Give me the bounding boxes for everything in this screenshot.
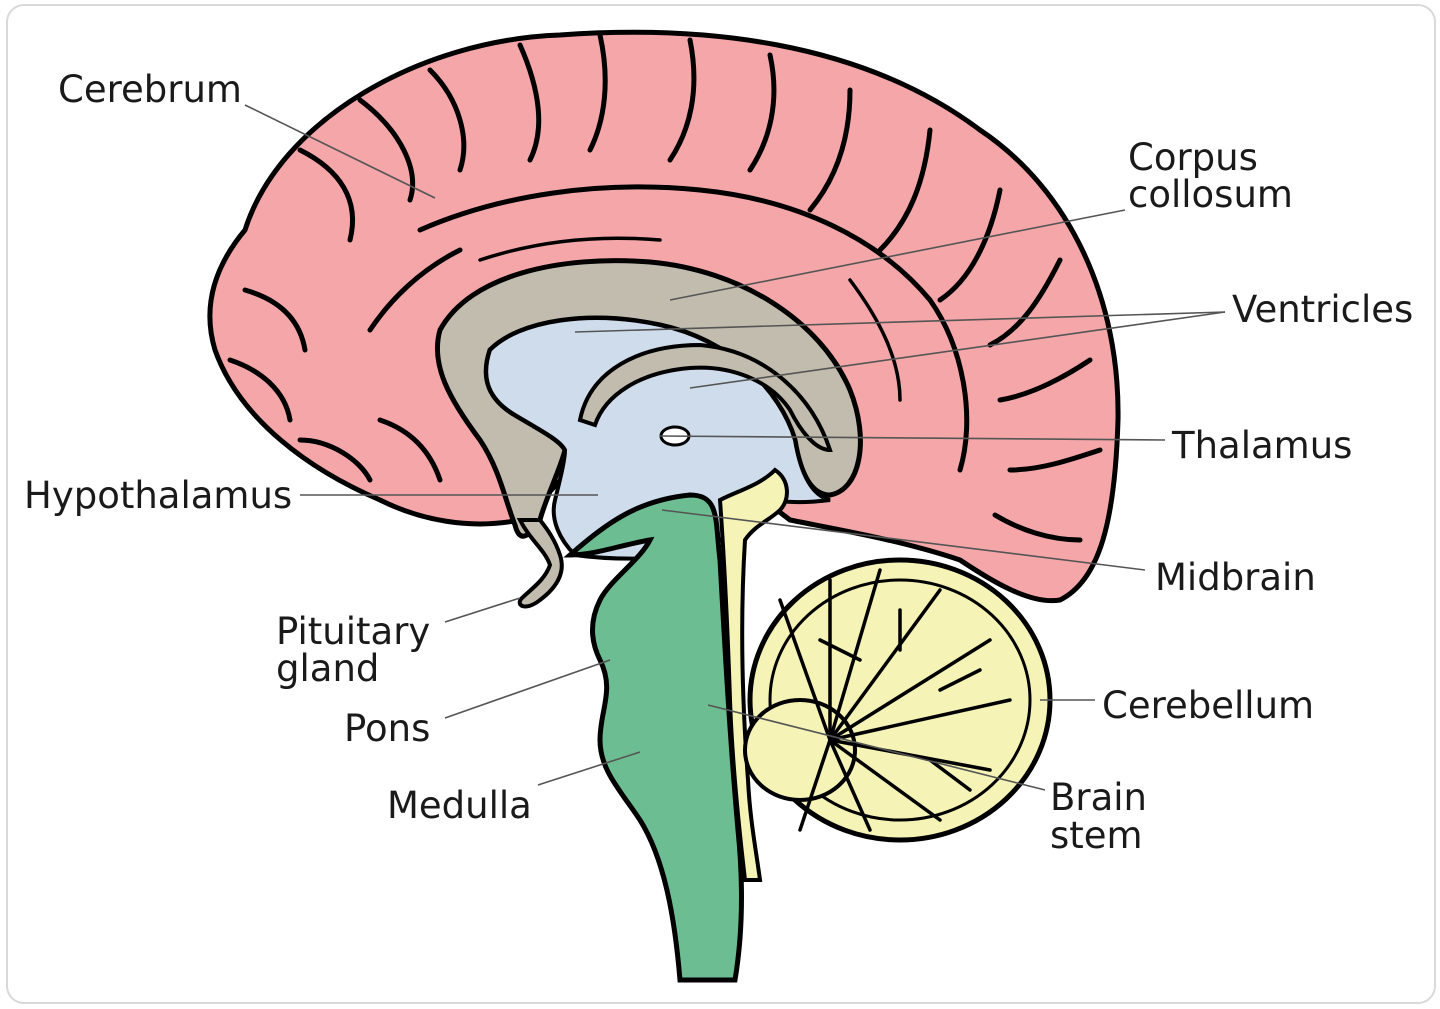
label-pons: Pons [344, 707, 430, 750]
label-pituitary-line2: gland [276, 647, 379, 690]
label-medulla: Medulla [387, 784, 532, 827]
cerebrum-folds [227, 32, 1103, 543]
leader-lines [244, 104, 1226, 791]
midbrain-strip [717, 467, 789, 882]
label-cerebrum: Cerebrum [58, 68, 242, 111]
label-ventricles: Ventricles [1232, 288, 1413, 331]
label-midbrain: Midbrain [1155, 556, 1316, 599]
label-hypothalamus: Hypothalamus [24, 474, 292, 517]
label-brainstem-line2: stem [1050, 814, 1143, 857]
fornix-arc [577, 342, 833, 453]
label-pituitary-line1: Pituitary [276, 610, 430, 653]
cerebellum-region [743, 557, 1053, 843]
label-thalamus: Thalamus [1171, 424, 1352, 467]
label-cerebellum: Cerebellum [1102, 684, 1314, 727]
label-corpus-line1: Corpus [1128, 136, 1258, 179]
label-corpus-line2: collosum [1128, 173, 1293, 216]
label-brainstem-line1: Brain [1050, 776, 1147, 819]
pituitary-region [516, 518, 564, 609]
brainstem-region [563, 492, 744, 983]
